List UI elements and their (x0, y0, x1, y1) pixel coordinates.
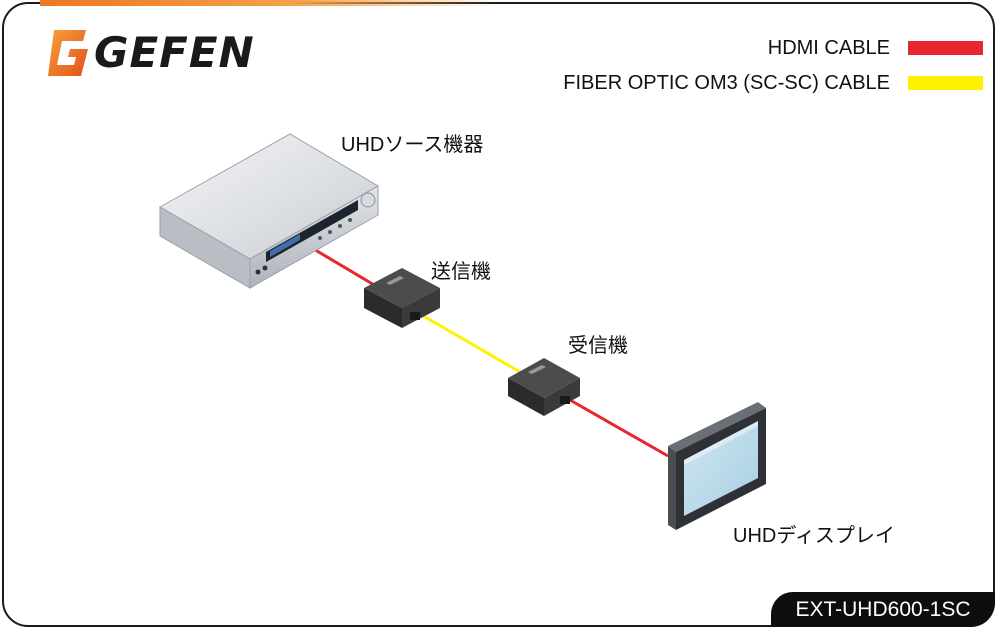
source-label: UHDソース機器 (341, 134, 484, 156)
legend-item-fiber: FIBER OPTIC OM3 (SC-SC) CABLE (563, 71, 983, 94)
model-number-tab: EXT-UHD600-1SC (771, 592, 995, 627)
top-accent-bar (40, 0, 500, 6)
uhd-source-device (158, 133, 379, 289)
fiber-cable (419, 312, 521, 374)
transmitter-device (364, 268, 440, 328)
legend-label-hdmi: HDMI CABLE (767, 36, 890, 59)
display-label: UHDディスプレイ (733, 525, 895, 547)
gefen-logo: GEFEN (44, 28, 259, 78)
receiver-device (508, 358, 580, 416)
legend-swatch-hdmi (908, 41, 983, 55)
legend-item-hdmi: HDMI CABLE (767, 36, 983, 59)
uhd-display-device (668, 402, 766, 530)
gefen-logo-icon (48, 30, 88, 76)
transmitter-label: 送信機 (431, 261, 491, 283)
receiver-label: 受信機 (568, 335, 628, 357)
hdmi-cable-display (569, 398, 669, 458)
legend-label-fiber: FIBER OPTIC OM3 (SC-SC) CABLE (563, 71, 890, 94)
brand-name: GEFEN (94, 28, 255, 77)
legend-swatch-fiber (908, 76, 983, 90)
